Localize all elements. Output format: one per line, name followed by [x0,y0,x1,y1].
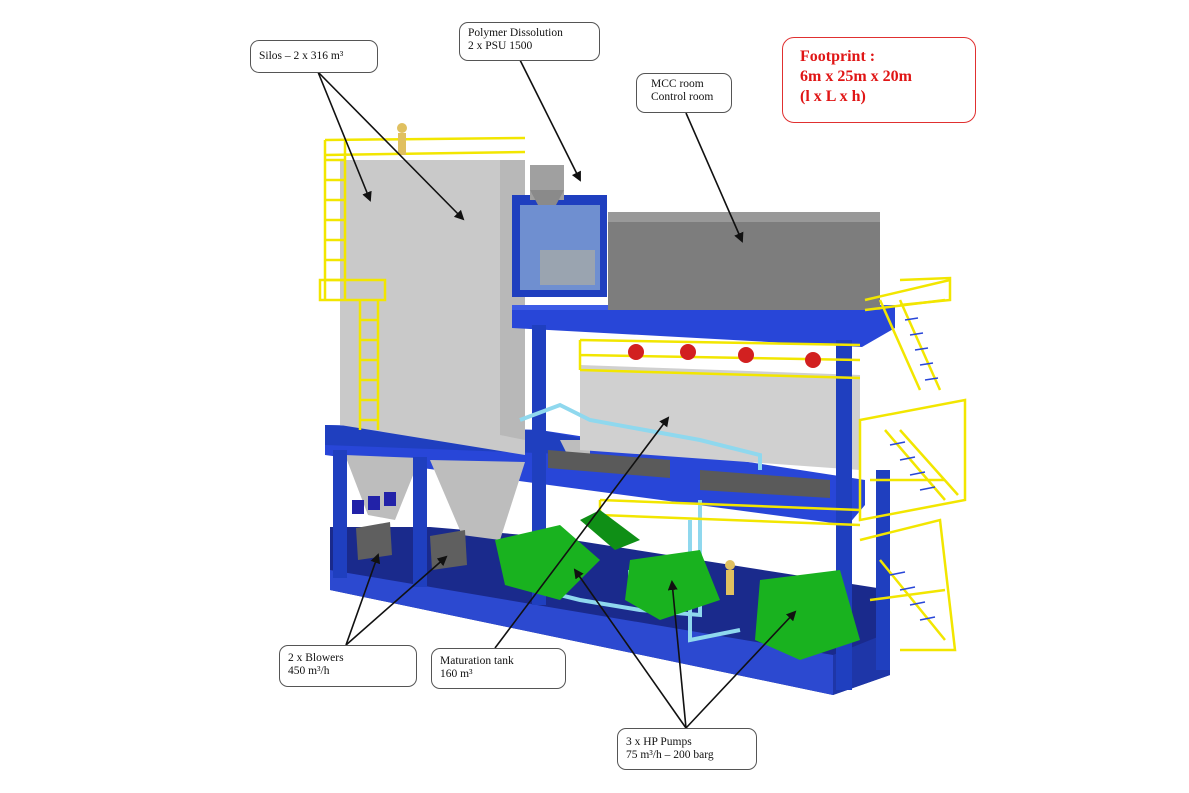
mcc-room-label: MCC room Control room [636,73,732,113]
maturation-tank-label: Maturation tank 160 m³ [431,648,566,689]
hp-pumps-label: 3 x HP Pumps 75 m³/h – 200 barg [617,728,757,770]
blowers-label-line2: 450 m³/h [288,665,330,677]
maturation-label-line2: 160 m³ [440,668,473,680]
structure-columns [333,325,890,690]
mcc-label-line2: Control room [651,91,714,103]
maturation-tank [580,365,860,470]
polymer-dissolution-unit [512,165,607,297]
workers [397,123,735,595]
callout-arrows [317,59,797,729]
blowers-label-line1: 2 x Blowers [288,652,344,664]
drums [352,492,396,514]
maturation-label-line1: Maturation tank [440,655,514,667]
footprint-line2: 6m x 25m x 20m [800,68,912,85]
polymer-label-line1: Polymer Dissolution [468,27,563,39]
stair-treads [889,317,939,621]
mid-pumps [548,450,830,498]
polymer-label-line2: 2 x PSU 1500 [468,40,533,52]
footprint-line3: (l x L x h) [800,88,866,105]
mcc-label-line1: MCC room [651,78,704,90]
silos-label: Silos – 2 x 316 m³ [250,40,378,73]
pumps-label-line2: 75 m³/h – 200 barg [626,749,714,761]
blowers-label: 2 x Blowers 450 m³/h [279,645,417,687]
pumps-label-line1: 3 x HP Pumps [626,736,692,748]
footprint-box: Footprint : 6m x 25m x 20m (l x L x h) [782,37,976,123]
railings-and-stairs [318,136,967,652]
silos-label-line1: Silos – 2 x 316 m³ [259,50,344,62]
polymer-dissolution-label: Polymer Dissolution 2 x PSU 1500 [459,22,600,61]
red-units [628,344,821,368]
footprint-line1: Footprint : [800,48,876,65]
mcc-room [608,212,880,310]
